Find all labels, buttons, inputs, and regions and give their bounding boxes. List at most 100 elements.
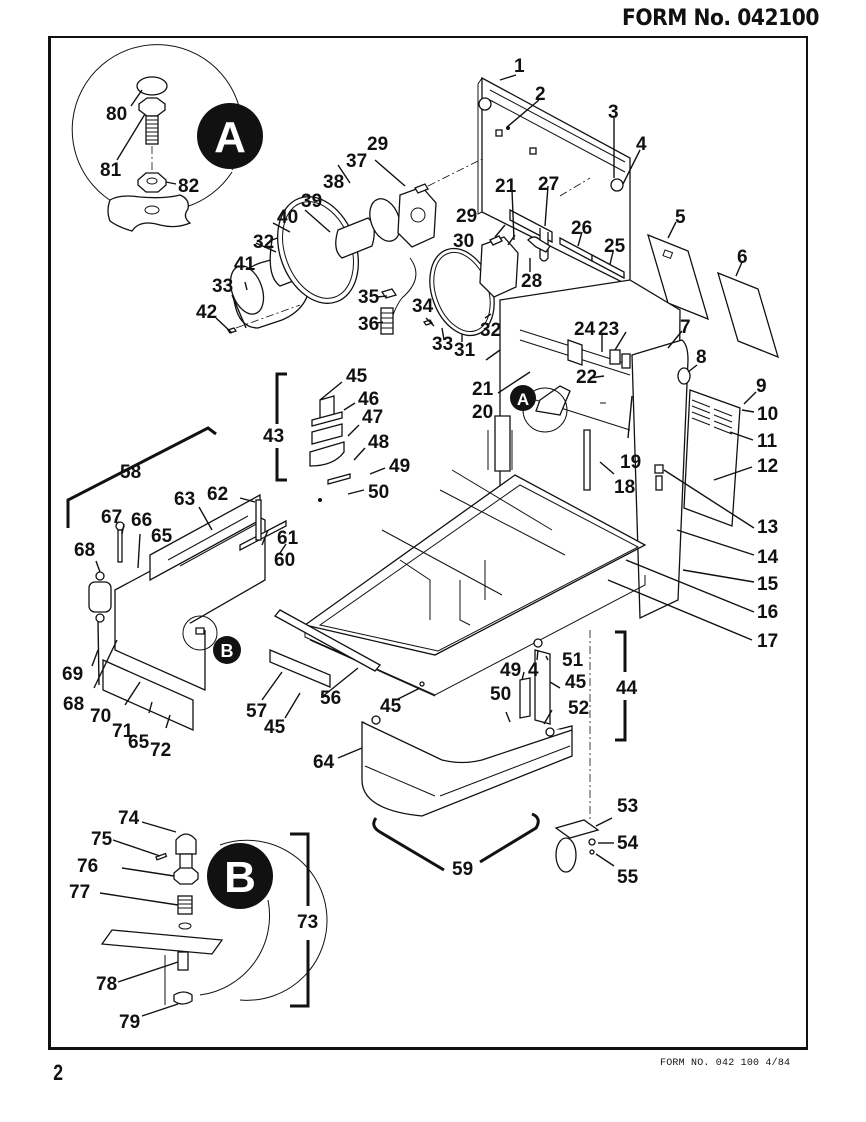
callout-46: 46 xyxy=(358,389,379,410)
callout-23: 23 xyxy=(598,319,619,340)
part-11-panel xyxy=(683,389,741,527)
callout-20: 20 xyxy=(472,402,493,423)
callout-32-left: 32 xyxy=(253,232,274,253)
door-assembly-58 xyxy=(88,493,287,732)
callout-45-bracket: 45 xyxy=(346,366,368,387)
callout-45-rail: 45 xyxy=(264,717,286,738)
callout-32-right: 32 xyxy=(480,320,501,341)
form-reference: FORM NO. 042 100 4/84 xyxy=(660,1058,791,1069)
diagram-frame xyxy=(48,36,808,1050)
part-29-spring xyxy=(414,183,429,194)
callout-22: 22 xyxy=(576,367,597,388)
callout-14: 14 xyxy=(757,547,779,568)
caster-wheel xyxy=(555,837,577,873)
part-82-nut xyxy=(137,172,167,193)
callout-33-left: 33 xyxy=(212,276,233,297)
detail-b-callout-label: B xyxy=(221,641,234,661)
callout-65-lower: 65 xyxy=(128,732,150,753)
callout-27: 27 xyxy=(538,174,559,195)
callout-50-lower: 50 xyxy=(490,684,511,705)
callout-63: 63 xyxy=(174,489,195,510)
part-81-bolt-shank xyxy=(145,115,159,145)
callout-53: 53 xyxy=(617,796,638,817)
part-30-plate xyxy=(479,236,519,298)
part-37-plate xyxy=(397,186,437,248)
base-frame xyxy=(303,469,647,697)
detail-a-badge xyxy=(197,103,263,169)
callout-1: 1 xyxy=(514,56,525,77)
base-pan-64 xyxy=(337,638,573,817)
callout-80: 80 xyxy=(106,104,127,125)
callout-24: 24 xyxy=(574,319,596,340)
callout-56: 56 xyxy=(320,688,341,709)
part-18-gas-spring xyxy=(583,429,591,491)
callout-45-frame: 45 xyxy=(380,696,402,717)
callout-82: 82 xyxy=(178,176,199,197)
callout-81: 81 xyxy=(100,160,122,181)
callout-51: 51 xyxy=(562,650,584,671)
detail-b-view xyxy=(99,821,328,1017)
cabinet-body xyxy=(485,279,757,641)
bracket-44 xyxy=(615,630,627,742)
lid-panel xyxy=(477,74,641,288)
detail-a-callout-label: A xyxy=(517,390,529,409)
part-60-strip xyxy=(239,519,287,552)
callout-42: 42 xyxy=(196,302,217,323)
callout-78: 78 xyxy=(96,974,117,995)
handwritten-form-number: FORM No. 042100 xyxy=(622,6,819,31)
callout-60: 60 xyxy=(274,550,295,571)
callout-40: 40 xyxy=(277,207,298,228)
callout-16: 16 xyxy=(757,602,778,623)
callout-21-body: 21 xyxy=(472,379,494,400)
bracket-43 xyxy=(275,372,287,482)
callout-9: 9 xyxy=(756,376,767,397)
callout-labels: 1 2 3 4 5 6 7 8 9 10 11 12 13 14 15 16 1… xyxy=(62,56,779,1033)
callout-29-lower: 29 xyxy=(456,206,477,227)
callout-38: 38 xyxy=(323,172,344,193)
callout-2: 2 xyxy=(535,84,546,105)
callout-52: 52 xyxy=(568,698,589,719)
bracket-59 xyxy=(372,812,540,872)
callout-26: 26 xyxy=(571,218,592,239)
callout-4-base: 4 xyxy=(528,660,539,681)
part-80-cap xyxy=(136,76,168,96)
part-25-label xyxy=(591,253,625,280)
part-28-clip xyxy=(527,236,551,253)
assembly-label-58: 58 xyxy=(120,462,141,483)
part-49-strip xyxy=(519,677,531,719)
bracket-plate xyxy=(107,194,192,232)
callout-49-upper: 49 xyxy=(389,456,410,477)
part-75-pin xyxy=(155,852,168,861)
callout-5: 5 xyxy=(675,207,686,228)
part-81-bolt-head xyxy=(138,97,166,117)
callout-76: 76 xyxy=(77,856,98,877)
callout-17: 17 xyxy=(757,631,778,652)
callout-37: 37 xyxy=(346,151,367,172)
callout-61: 61 xyxy=(277,528,299,549)
detail-b-badge-label: B xyxy=(224,853,256,902)
callout-35: 35 xyxy=(358,287,380,308)
callout-75: 75 xyxy=(91,829,113,850)
callout-66: 66 xyxy=(131,510,152,531)
part-72-plate xyxy=(102,658,194,732)
part-57-rail xyxy=(269,649,331,688)
bracket-58 xyxy=(66,426,217,528)
assembly-label-73: 73 xyxy=(297,912,318,933)
bracket-73 xyxy=(290,832,310,1008)
assembly-label-59: 59 xyxy=(452,859,473,880)
callout-62: 62 xyxy=(207,484,228,505)
part-6-plate xyxy=(716,271,780,359)
callout-31: 31 xyxy=(454,340,476,361)
callout-41: 41 xyxy=(234,254,256,275)
part-53-plate xyxy=(554,819,600,839)
part-69-cylinder xyxy=(88,581,112,613)
callout-39: 39 xyxy=(301,191,322,212)
part-76-nut xyxy=(173,867,199,885)
callout-47: 47 xyxy=(362,407,383,428)
detail-a-callout-badge xyxy=(510,385,536,411)
callout-70: 70 xyxy=(90,706,111,727)
callout-10: 10 xyxy=(757,404,778,425)
callout-33-right: 33 xyxy=(432,334,453,355)
callout-36: 36 xyxy=(358,314,379,335)
